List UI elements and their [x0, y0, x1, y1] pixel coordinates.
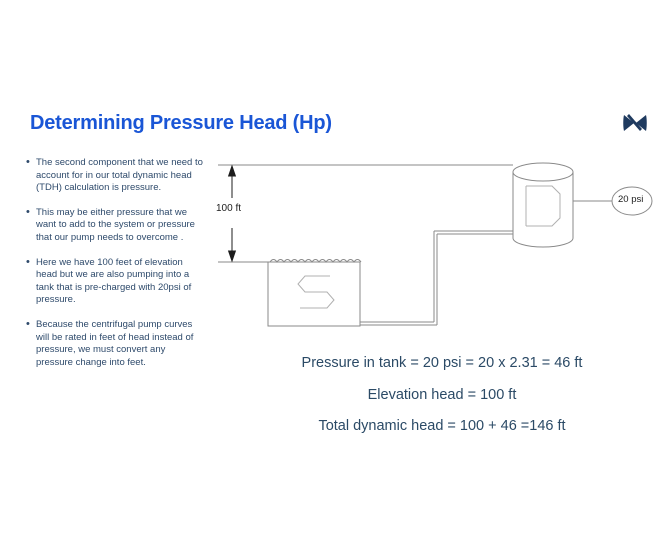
elevation-label: 100 ft: [216, 203, 242, 214]
equation-elevation-head: Elevation head = 100 ft: [367, 386, 517, 403]
bullet-marker: •: [26, 317, 30, 330]
list-item: • This may be either pressure that we wa…: [24, 205, 204, 245]
equation-block: Pressure in tank = 20 psi = 20 x 2.31 = …: [232, 356, 652, 451]
reservoir-letter-s: [297, 275, 335, 309]
list-item: • Because the centrifugal pump curves wi…: [24, 317, 204, 369]
tank-cylinder-top: [512, 162, 574, 182]
bowtie-x-icon: [620, 110, 650, 138]
reservoir-body: [267, 261, 361, 327]
list-item: • Here we have 100 feet of elevation hea…: [24, 255, 204, 307]
bullet-text: Because the centrifugal pump curves will…: [36, 318, 194, 368]
equation-total-dynamic-head: Total dynamic head = 100 + 46 =146 ft: [318, 418, 566, 434]
bullet-marker: •: [26, 205, 30, 218]
water-surface-wave: [269, 259, 362, 263]
arrowhead-down: [227, 250, 237, 263]
page-title: Determining Pressure Head (Hp): [30, 112, 332, 134]
bullet-marker: •: [26, 156, 30, 168]
arrowhead-up: [227, 164, 237, 177]
list-item: • The second component that we need to a…: [24, 156, 204, 195]
pressure-label: 20 psi: [618, 194, 644, 205]
bullet-text: Here we have 100 feet of elevation head …: [36, 256, 192, 306]
tank-letter-d: [525, 185, 561, 227]
pressure-gauge-bubble: [611, 186, 653, 216]
tank-cylinder-body: [512, 172, 574, 248]
elevation-dimension: [227, 164, 237, 263]
bullet-text: This may be either pressure that we want…: [36, 206, 195, 243]
bullet-text: The second component that we need to acc…: [36, 157, 203, 194]
bullet-marker: •: [26, 255, 30, 268]
equation-pressure-in-tank: Pressure in tank = 20 psi = 20 x 2.31 = …: [301, 355, 583, 371]
bullet-list: • The second component that we need to a…: [24, 156, 204, 381]
